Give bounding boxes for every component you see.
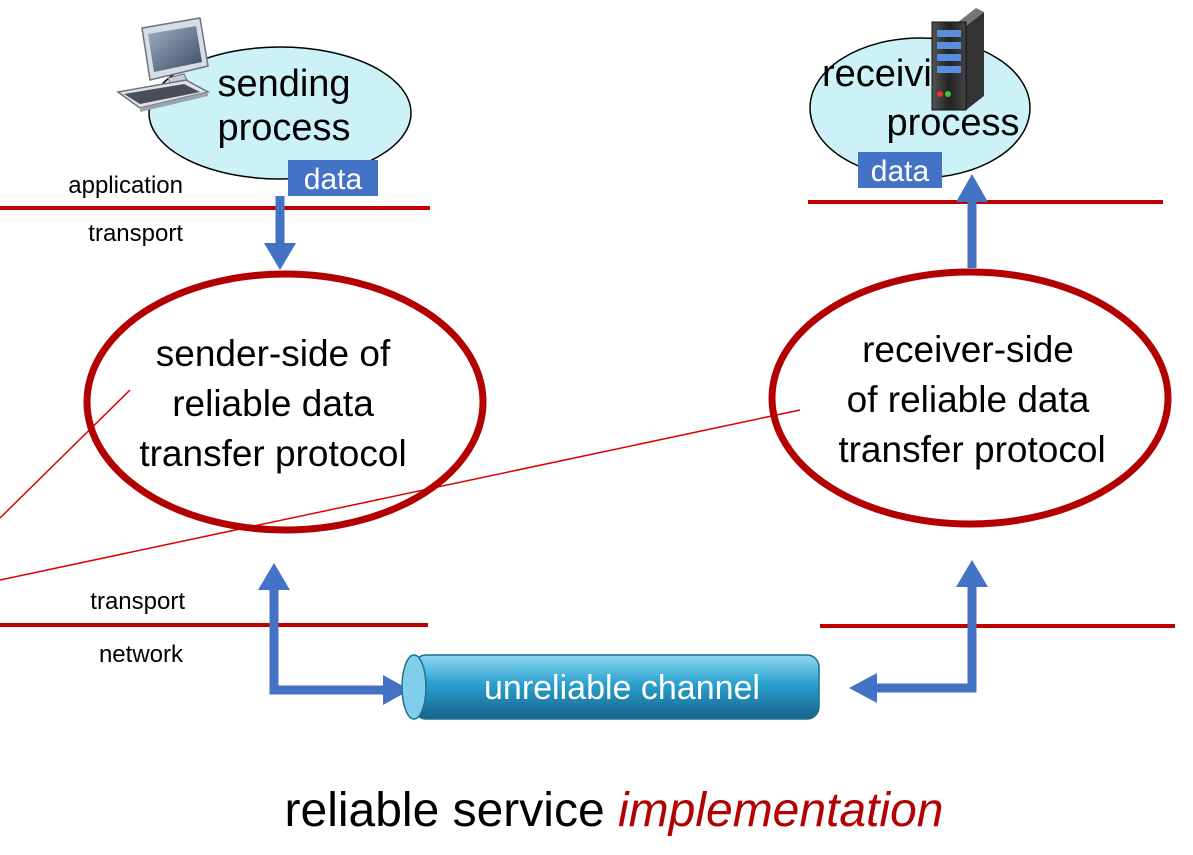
sending-process-bubble [148,46,412,180]
receiver-leader-line [0,409,801,581]
receiver-data-tag-label: data [871,155,930,188]
caption-normal: reliable service [285,784,618,837]
receiver-up-arrowhead [956,174,988,202]
desktop-computer-icon [116,17,211,112]
server-tower-icon [931,8,984,111]
layer-label-network: network [99,641,184,668]
receiver-protocol-line1: receiver-side [862,329,1074,370]
sender-protocol-line2: reliable data [172,383,374,424]
layer-label-transport-bottom: transport [90,588,185,615]
caption: reliable service implementation [285,784,944,837]
sender-leader-line [0,389,131,519]
receiver-protocol-ellipse [768,268,1172,528]
receiver-protocol-line3: transfer protocol [838,429,1105,470]
sender-down-arrowhead [264,243,296,270]
sender-protocol-line1: sender-side of [156,333,391,374]
layer-label-transport-top: transport [88,220,183,247]
caption-emphasis: implementation [618,784,944,837]
sending-process-label-line1: sending [217,63,350,105]
receiver-protocol-line2: of reliable data [847,379,1090,420]
receiver-channel-arrow [849,560,988,703]
receiver-data-tag [858,152,942,188]
sender-protocol-line3: transfer protocol [139,433,406,474]
sender-data-tag-label: data [304,163,363,196]
sending-process-label-line2: process [217,107,350,149]
layer-label-application: application [68,172,183,199]
sender-protocol-ellipse [83,270,487,534]
sender-data-tag [288,160,378,196]
unreliable-channel-label: unreliable channel [484,669,760,707]
unreliable-channel-pipe [401,654,820,720]
sender-channel-arrow [258,563,410,705]
